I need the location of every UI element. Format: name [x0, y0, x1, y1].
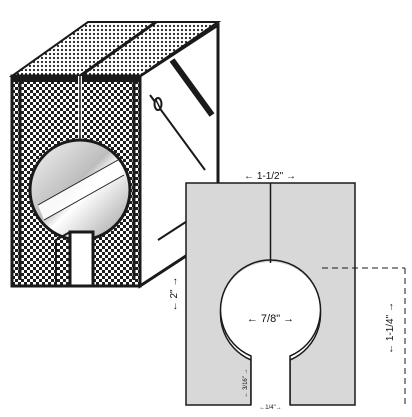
height-dimension-label: ← 2" →: [169, 277, 180, 312]
clamp-slot: [68, 230, 95, 288]
bore-offset-guide: [322, 267, 406, 405]
slot-depth-label: ← 3/16" →: [243, 368, 249, 397]
plate-bore: [220, 262, 321, 362]
slot-width-label: ←1/4"→: [259, 405, 281, 411]
bore-offset-label: ← 1-1/4" →: [385, 302, 396, 354]
bore-diameter-label: ← 7/8" →: [247, 313, 294, 325]
plate-slot: [251, 340, 290, 406]
clamp-front-drawing: [185, 182, 356, 406]
width-dimension-label: ← 1-1/2" →: [244, 171, 296, 182]
clamp-3d-illustration: [8, 20, 222, 289]
